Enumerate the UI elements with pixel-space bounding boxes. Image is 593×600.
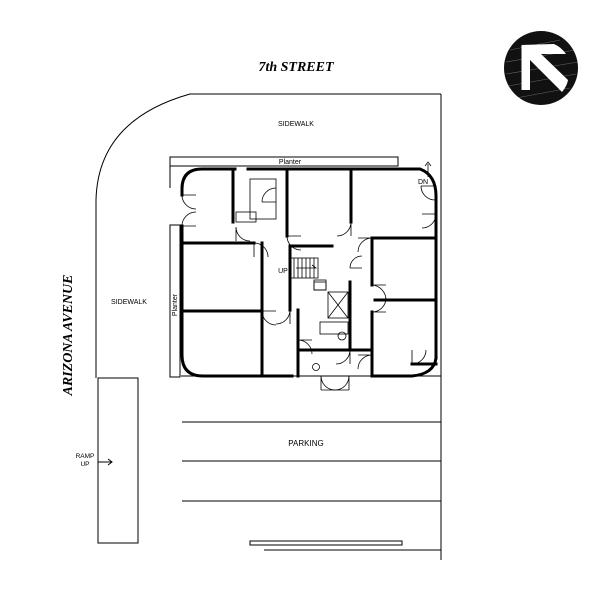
stair-down <box>424 161 432 177</box>
north-street-label: 7th STREET <box>258 60 335 75</box>
planter-west-label: Planter <box>172 293 179 316</box>
parking-label: PARKING <box>288 439 323 448</box>
west-street-label: ARIZONA AVENUE <box>61 275 76 397</box>
stair <box>289 257 327 291</box>
sidewalk-north-label: SIDEWALK <box>278 121 314 128</box>
parking-lines <box>182 421 441 551</box>
doors <box>181 185 437 391</box>
stair-up-label: UP <box>278 268 288 275</box>
ramp-up-label: UP <box>80 461 89 468</box>
building-walls <box>180 167 438 378</box>
closets <box>235 178 349 371</box>
stair-down-label: DN <box>418 179 428 186</box>
site-boundary <box>95 93 442 560</box>
planter-north-label: Planter <box>279 159 302 166</box>
sidewalk-west-label: SIDEWALK <box>111 299 147 306</box>
planters <box>169 156 399 378</box>
ramp-label: RAMP <box>76 453 95 460</box>
north-arrow-icon <box>504 31 579 105</box>
ramp <box>97 377 139 544</box>
